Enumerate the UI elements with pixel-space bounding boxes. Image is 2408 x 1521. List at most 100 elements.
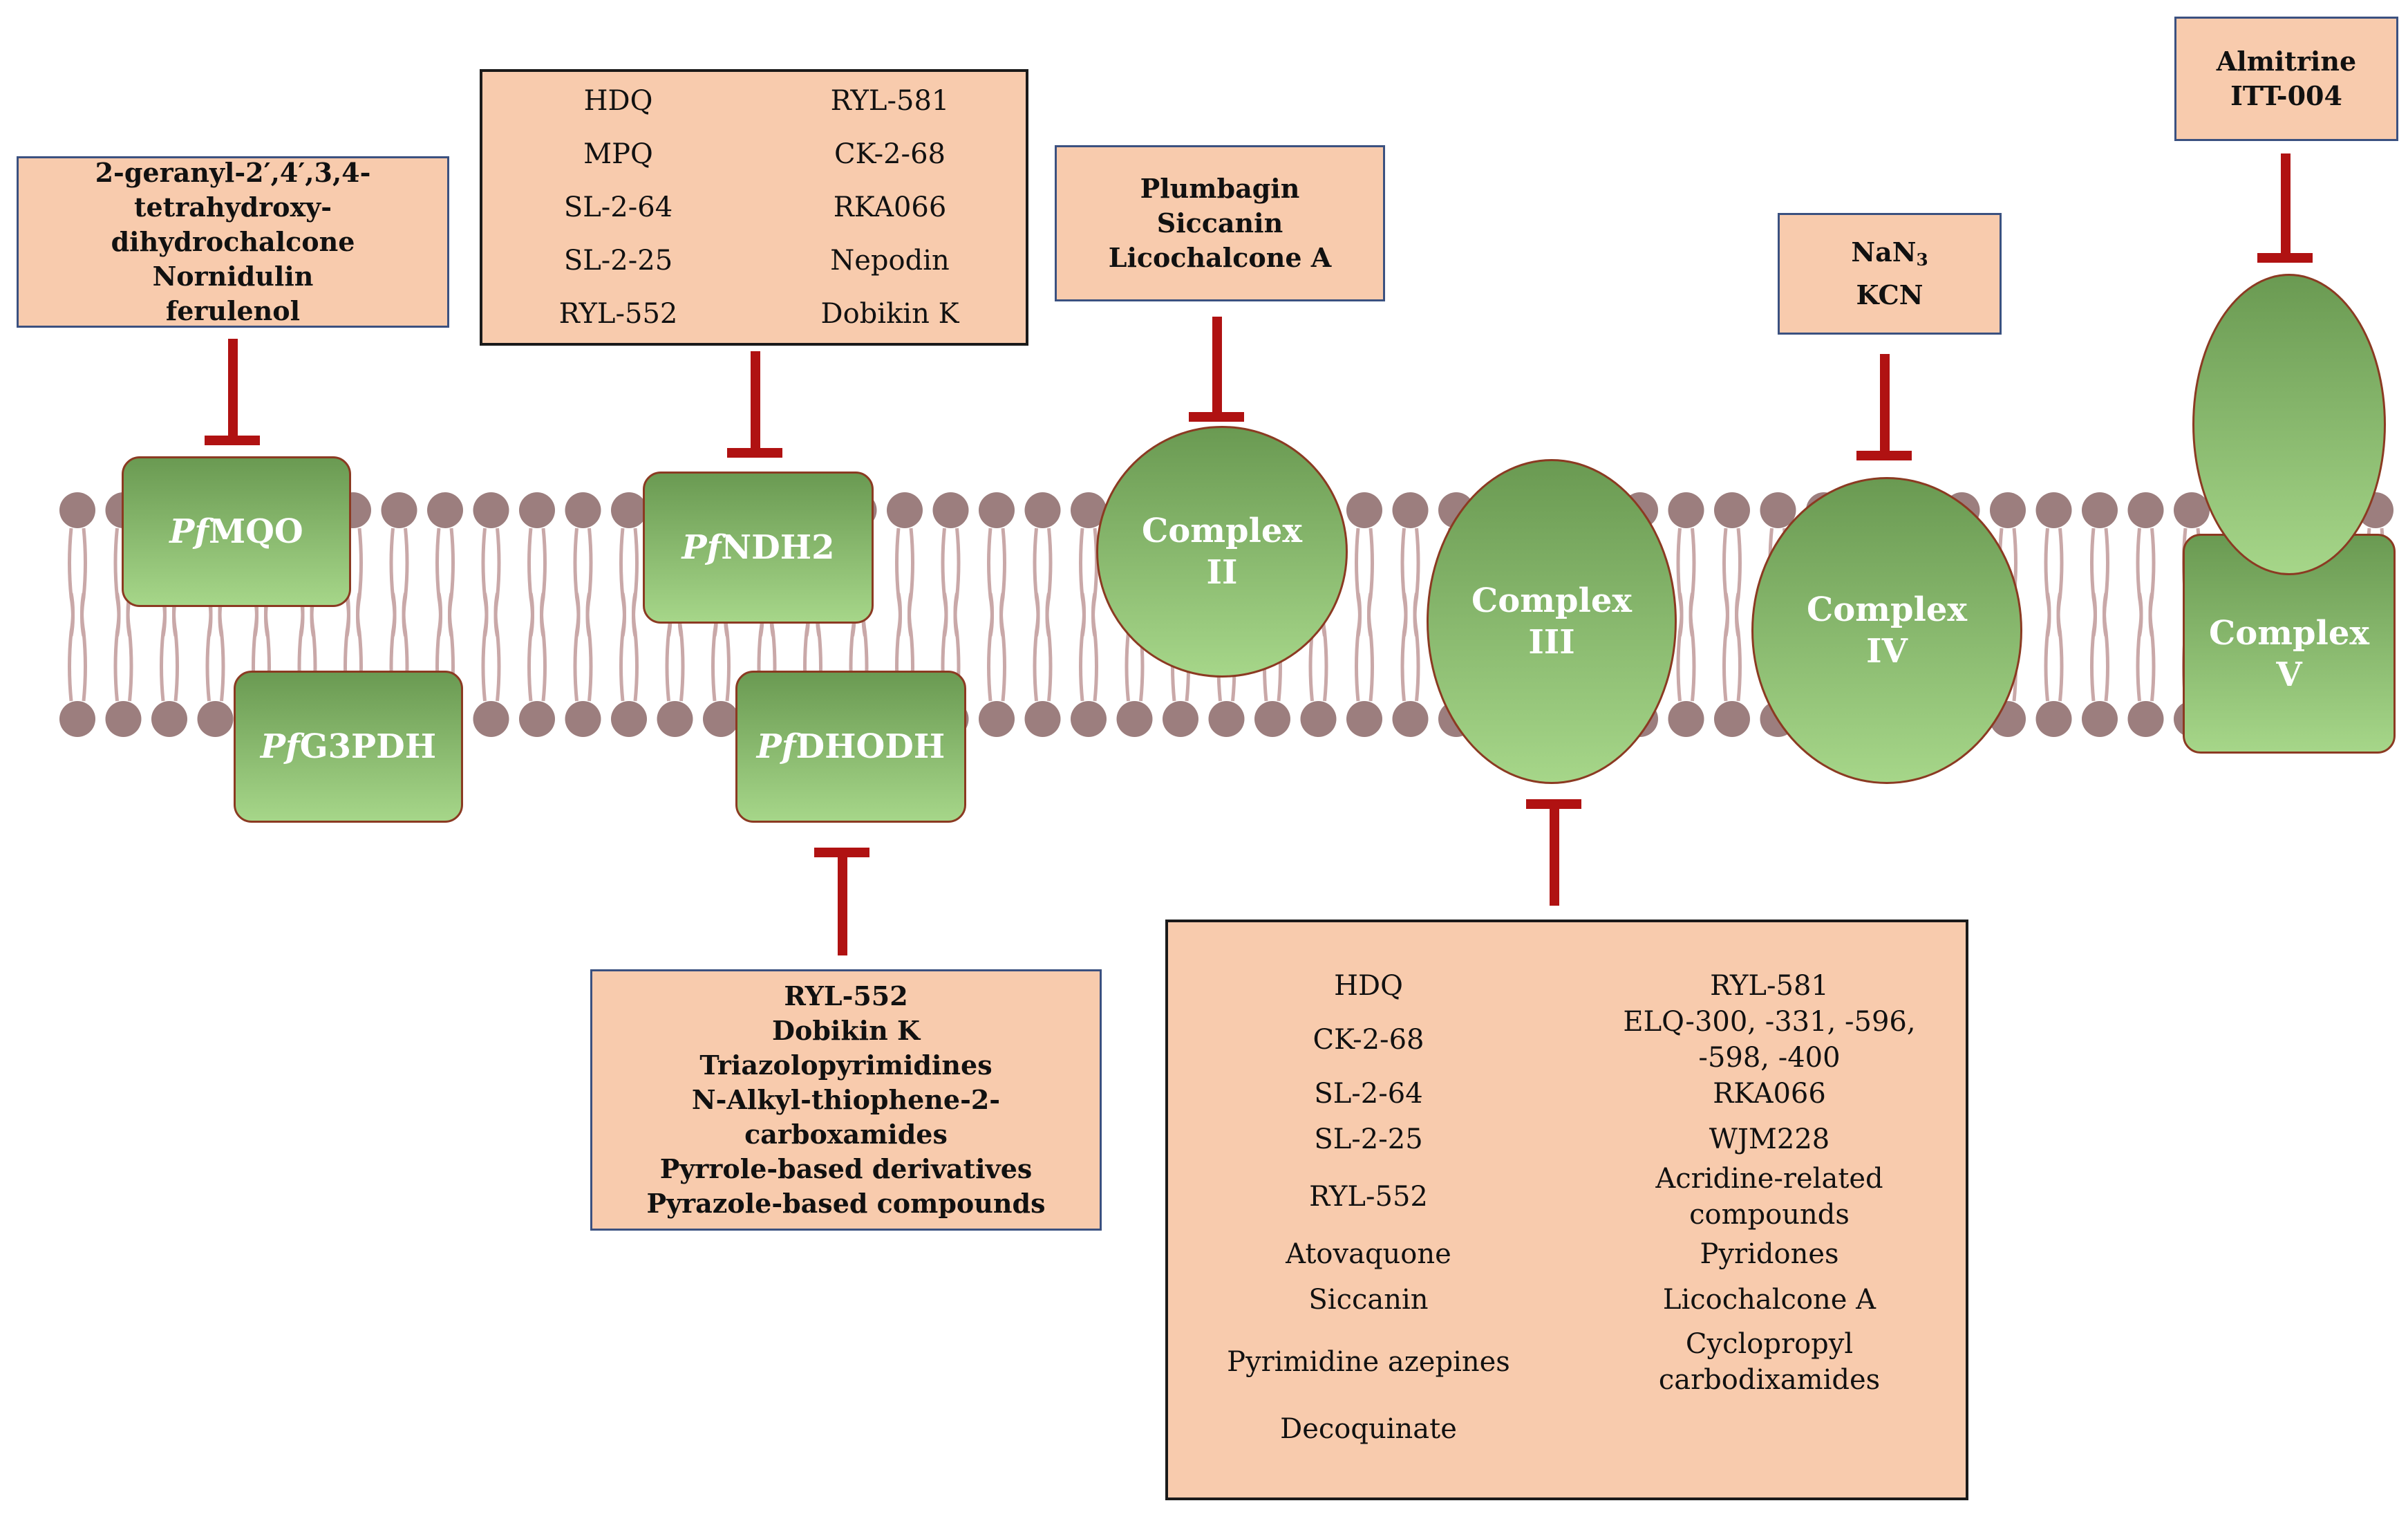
lipid-head-bottom bbox=[1668, 701, 1704, 737]
lipid-tail-bottom bbox=[2103, 592, 2109, 702]
lipid-head-top bbox=[2127, 492, 2164, 528]
lipid-head-top bbox=[979, 492, 1015, 528]
complex3-inhibitor-right-7: Licochalcone A bbox=[1662, 1284, 1876, 1316]
lipid-tail-bottom bbox=[80, 592, 87, 702]
lipid-head-bottom bbox=[473, 701, 509, 737]
complex-iii: Complex III bbox=[1427, 459, 1677, 784]
complex3-inhibitor-right-1: RYL-581 bbox=[1710, 970, 1829, 1002]
lipid-head-bottom bbox=[2035, 701, 2072, 737]
complex5-inhibition-bar bbox=[2257, 253, 2313, 263]
complex3-inhibition-stem bbox=[1550, 803, 1559, 906]
complex3-inhibition-bar bbox=[1526, 799, 1581, 809]
complex5-inhibitor-box: Almitrine ITT-004 bbox=[2174, 17, 2398, 141]
ndh2-inhibitor-left-1: HDQ bbox=[583, 85, 653, 117]
complex3-inhibitor-left-8: Pyrimidine azepines bbox=[1227, 1346, 1510, 1378]
complex4-inhibitor-2: KCN bbox=[1856, 279, 1923, 310]
ndh2-inhibitor-right-4: Nepodin bbox=[830, 245, 950, 277]
lipid-tail-bottom bbox=[1079, 592, 1086, 702]
lipid-tail-bottom bbox=[1091, 592, 1098, 702]
lipid-head-bottom bbox=[1208, 701, 1245, 737]
complex3-inhibitor-right-2: ELQ-300, -331, -596, -598, -400 bbox=[1623, 1006, 1916, 1074]
lipid-tail-bottom bbox=[113, 592, 121, 702]
lipid-head-top bbox=[1071, 492, 1107, 528]
lipid-tail-bottom bbox=[1400, 592, 1408, 702]
lipid-head-bottom bbox=[2127, 701, 2164, 737]
complex3-inhibitor-left-6: Atovaquone bbox=[1286, 1238, 1451, 1270]
lipid-tail-bottom bbox=[1722, 592, 1729, 702]
lipid-head-bottom bbox=[703, 701, 739, 737]
lipid-head-bottom bbox=[657, 701, 693, 737]
lipid-tail-bottom bbox=[481, 592, 489, 702]
complex-iii-label-1: Complex bbox=[1471, 581, 1632, 620]
lipid-head-bottom bbox=[1071, 701, 1107, 737]
lipid-head-bottom bbox=[1024, 701, 1061, 737]
lipid-head-top bbox=[381, 492, 417, 528]
lipid-head-bottom bbox=[611, 701, 647, 737]
lipid-head-bottom bbox=[2082, 701, 2118, 737]
complex3-inhibitor-right-4: WJM228 bbox=[1709, 1123, 1830, 1155]
lipid-tail-bottom bbox=[218, 592, 225, 702]
dhodh-inhibitor-3: Triazolopyrimidines bbox=[699, 1049, 993, 1081]
lipid-head-bottom bbox=[1346, 701, 1382, 737]
lipid-head-top bbox=[59, 492, 95, 528]
lipid-head-top bbox=[2082, 492, 2118, 528]
lipid-head-top bbox=[2035, 492, 2072, 528]
lipid-head-top bbox=[473, 492, 509, 528]
ndh2-inhibitor-left-4: SL-2-25 bbox=[563, 245, 673, 277]
lipid-head-top bbox=[1668, 492, 1704, 528]
lipid-tail-bottom bbox=[172, 592, 179, 702]
lipid-head-top bbox=[1760, 492, 1796, 528]
lipid-head-bottom bbox=[105, 701, 142, 737]
lipid-tail-bottom bbox=[2090, 592, 2097, 702]
lipid-tail-bottom bbox=[632, 592, 639, 702]
mqo-inhibitor-1: 2-geranyl-2′,4′,3,4- bbox=[95, 157, 371, 188]
dhodh-inhibitor-5: Pyrrole-based derivatives bbox=[659, 1153, 1033, 1184]
lipid-head-top bbox=[932, 492, 969, 528]
complex3-inhibitor-box: HDQ RYL-581 CK-2-68 ELQ-300, -331, -596,… bbox=[1165, 920, 1968, 1500]
complex-ii-label-1: Complex bbox=[1142, 512, 1302, 550]
complex3-inhibitor-right-6: Pyridones bbox=[1700, 1238, 1839, 1270]
lipid-head-top bbox=[2174, 492, 2210, 528]
lipid-head-bottom bbox=[1254, 701, 1290, 737]
complex4-inhibitor-1-subscript: 3 bbox=[1916, 250, 1928, 270]
lipid-head-bottom bbox=[1116, 701, 1153, 737]
lipid-tail-bottom bbox=[1045, 592, 1053, 702]
pfmqo-name: MQO bbox=[208, 512, 303, 551]
pfdhodh-name: DHODH bbox=[796, 727, 946, 766]
lipid-head-top bbox=[1714, 492, 1750, 528]
complex-ii: Complex II bbox=[1096, 426, 1348, 678]
lipid-tail-bottom bbox=[540, 592, 547, 702]
lipid-tail-bottom bbox=[160, 592, 167, 702]
lipid-tail-bottom bbox=[1689, 592, 1696, 702]
lipid-tail-bottom bbox=[2056, 592, 2064, 702]
lipid-tail-bottom bbox=[1355, 592, 1362, 702]
mqo-inhibition-stem bbox=[228, 339, 238, 442]
lipid-tail-bottom bbox=[987, 592, 994, 702]
lipid-head-bottom bbox=[197, 701, 234, 737]
complex3-inhibitor-left-3: SL-2-64 bbox=[1314, 1078, 1423, 1110]
ndh2-inhibition-bar bbox=[727, 448, 782, 458]
dhodh-inhibitor-4: N-Alkyl-thiophene-2-carboxamides bbox=[691, 1084, 1001, 1150]
ndh2-inhibitor-left-3: SL-2-64 bbox=[563, 192, 673, 223]
complex4-inhibitor-box: NaN3 KCN bbox=[1778, 213, 2002, 335]
lipid-tail-bottom bbox=[205, 592, 213, 702]
lipid-tail-bottom bbox=[1735, 592, 1742, 702]
lipid-head-bottom bbox=[59, 701, 95, 737]
dhodh-inhibitor-box: RYL-552 Dobikin K Triazolopyrimidines N-… bbox=[590, 969, 1102, 1231]
lipid-head-bottom bbox=[979, 701, 1015, 737]
pfdhodh-prefix: Pf bbox=[756, 727, 796, 766]
lipid-tail-bottom bbox=[999, 592, 1006, 702]
ndh2-inhibitor-right-1: RYL-581 bbox=[830, 85, 950, 117]
lipid-tail-bottom bbox=[68, 592, 75, 702]
complex-iv: Complex IV bbox=[1751, 477, 2022, 784]
complex2-inhibitor-3: Licochalcone A bbox=[1108, 242, 1332, 273]
complex-v-label-2: V bbox=[2276, 655, 2302, 694]
lipid-head-top bbox=[887, 492, 923, 528]
ndh2-inhibitor-right-5: Dobikin K bbox=[820, 298, 959, 330]
mqo-inhibition-bar bbox=[205, 436, 260, 445]
lipid-tail-bottom bbox=[619, 592, 626, 702]
complex3-inhibitor-left-7: Siccanin bbox=[1308, 1284, 1429, 1316]
